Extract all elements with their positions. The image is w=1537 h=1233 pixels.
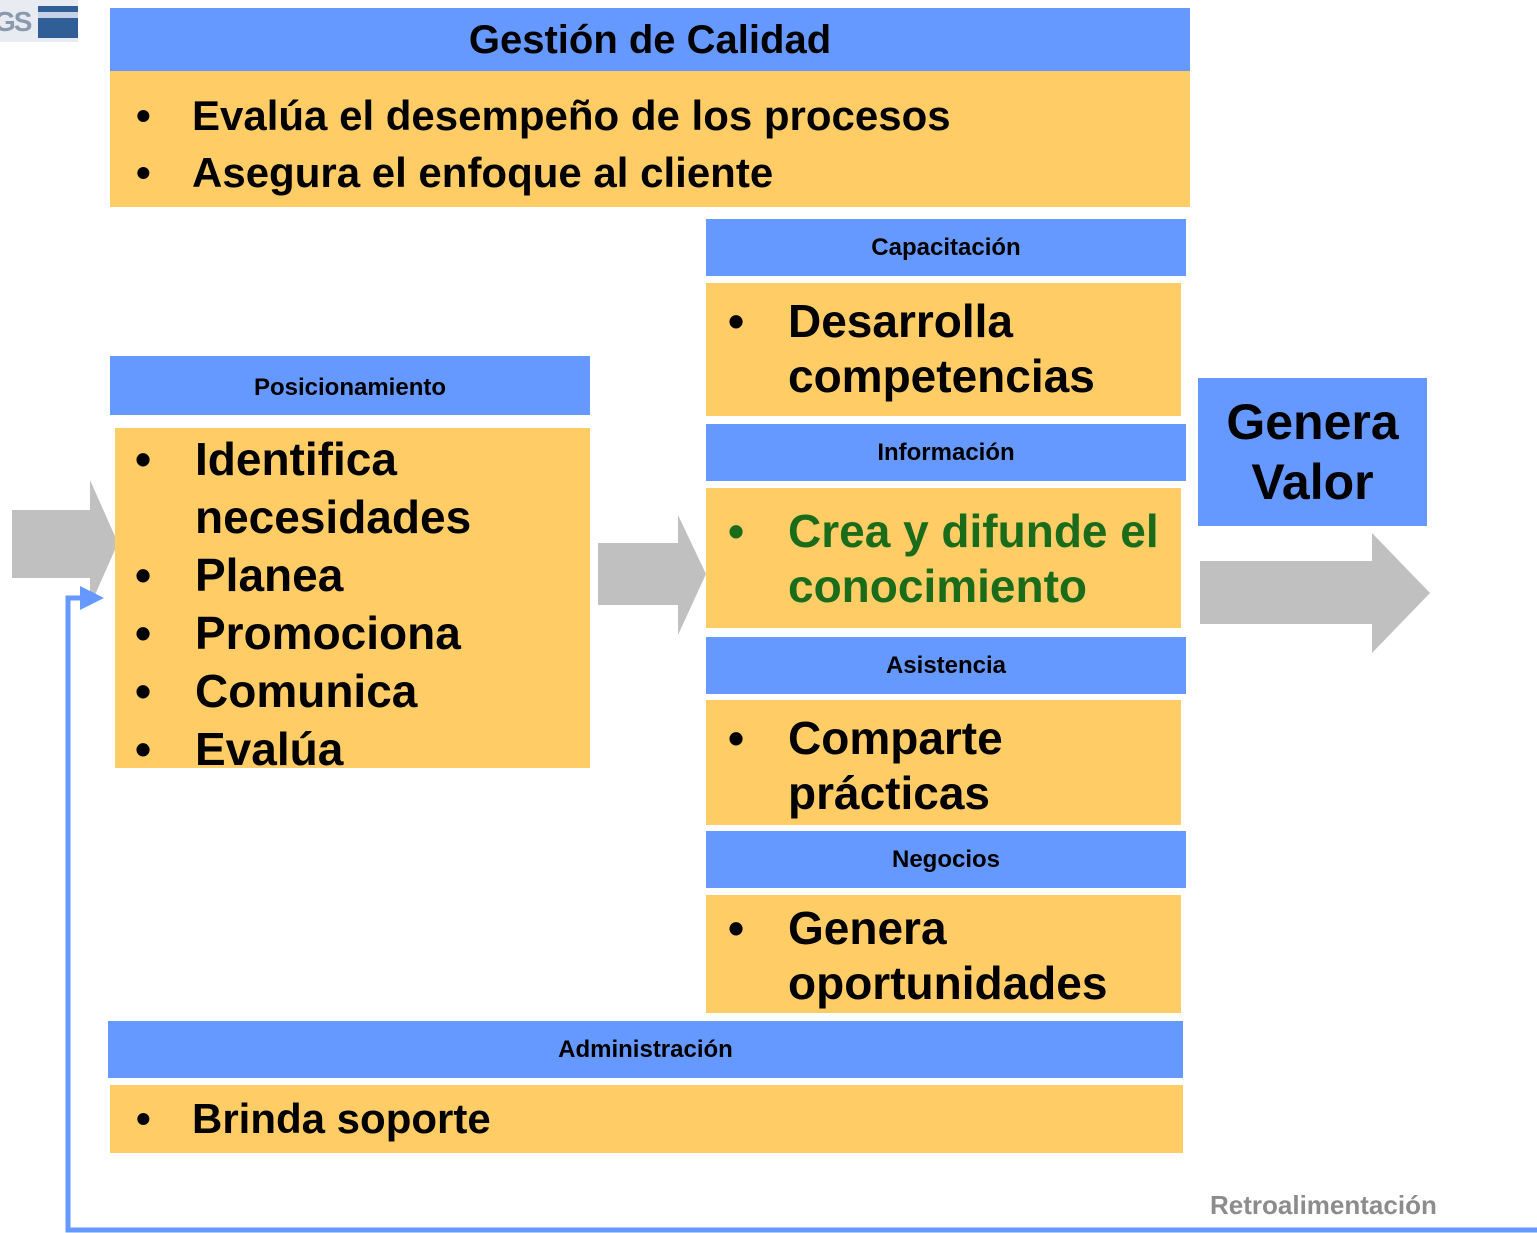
gestion-bullet: Evalúa el desempeño de los procesos xyxy=(136,87,951,144)
posicionamiento-bullet: Evalúa xyxy=(135,720,587,778)
informacion-body: Crea y difunde el conocimiento xyxy=(706,488,1181,628)
gestion-list: Evalúa el desempeño de los procesos Aseg… xyxy=(136,87,951,201)
administracion-list: Brinda soporte xyxy=(136,1089,491,1149)
feedback-line xyxy=(65,595,1537,1233)
negocios-body: Genera oportunidades xyxy=(706,895,1181,1013)
retroalimentacion-label: Retroalimentación xyxy=(1210,1190,1437,1220)
output-arrow xyxy=(1200,533,1430,653)
posicionamiento-bullet: Comunica xyxy=(135,662,587,720)
administracion-body: Brinda soporte xyxy=(110,1085,1183,1153)
posicionamiento-title: Posicionamiento xyxy=(253,373,447,401)
gestion-bullet: Asegura el enfoque al cliente xyxy=(136,144,951,201)
capacitacion-header: Capacitación xyxy=(706,219,1186,276)
posicionamiento-list: Identifica necesidades Planea Promociona… xyxy=(135,430,587,778)
middle-arrow xyxy=(598,515,706,635)
posicionamiento-bullet: Identifica necesidades xyxy=(135,430,587,546)
capacitacion-body: Desarrolla competencias xyxy=(706,283,1181,416)
negocios-bullet: Genera oportunidades xyxy=(728,901,1176,1011)
posicionamiento-header: Posicionamiento xyxy=(110,356,590,415)
asistencia-bullet: Comparte prácticas xyxy=(728,711,1176,821)
gestion-header: Gestión de Calidad xyxy=(110,8,1190,71)
administracion-bullet: Brinda soporte xyxy=(136,1089,491,1149)
negocios-header: Negocios xyxy=(706,831,1186,888)
informacion-bullet: Crea y difunde el conocimiento xyxy=(728,504,1176,614)
input-arrow xyxy=(12,480,118,606)
genera-valor-text: Genera Valor xyxy=(1226,394,1399,510)
administracion-title: Administración xyxy=(558,1035,733,1063)
administracion-header: Administración xyxy=(108,1021,1183,1078)
informacion-title: Información xyxy=(877,438,1015,466)
posicionamiento-bullet: Planea xyxy=(135,546,587,604)
gestion-body: Evalúa el desempeño de los procesos Aseg… xyxy=(110,71,1190,207)
feedback-arrowhead xyxy=(80,586,104,610)
asistencia-header: Asistencia xyxy=(706,637,1186,694)
gestion-title: Gestión de Calidad xyxy=(468,18,832,62)
negocios-list: Genera oportunidades xyxy=(728,901,1176,1011)
informacion-list: Crea y difunde el conocimiento xyxy=(728,504,1176,614)
capacitacion-bullet: Desarrolla competencias xyxy=(728,294,1176,404)
capacitacion-title: Capacitación xyxy=(871,233,1021,261)
logo: GS xyxy=(0,0,78,42)
posicionamiento-body: Identifica necesidades Planea Promociona… xyxy=(115,428,590,778)
asistencia-title: Asistencia xyxy=(885,651,1007,679)
asistencia-list: Comparte prácticas xyxy=(728,711,1176,821)
posicionamiento-bullet: Promociona xyxy=(135,604,587,662)
genera-valor-box: Genera Valor xyxy=(1198,378,1427,526)
asistencia-body: Comparte prácticas xyxy=(706,700,1181,825)
logo-text: GS xyxy=(0,6,32,37)
informacion-header: Información xyxy=(706,424,1186,481)
negocios-title: Negocios xyxy=(891,845,1001,873)
capacitacion-list: Desarrolla competencias xyxy=(728,294,1176,404)
